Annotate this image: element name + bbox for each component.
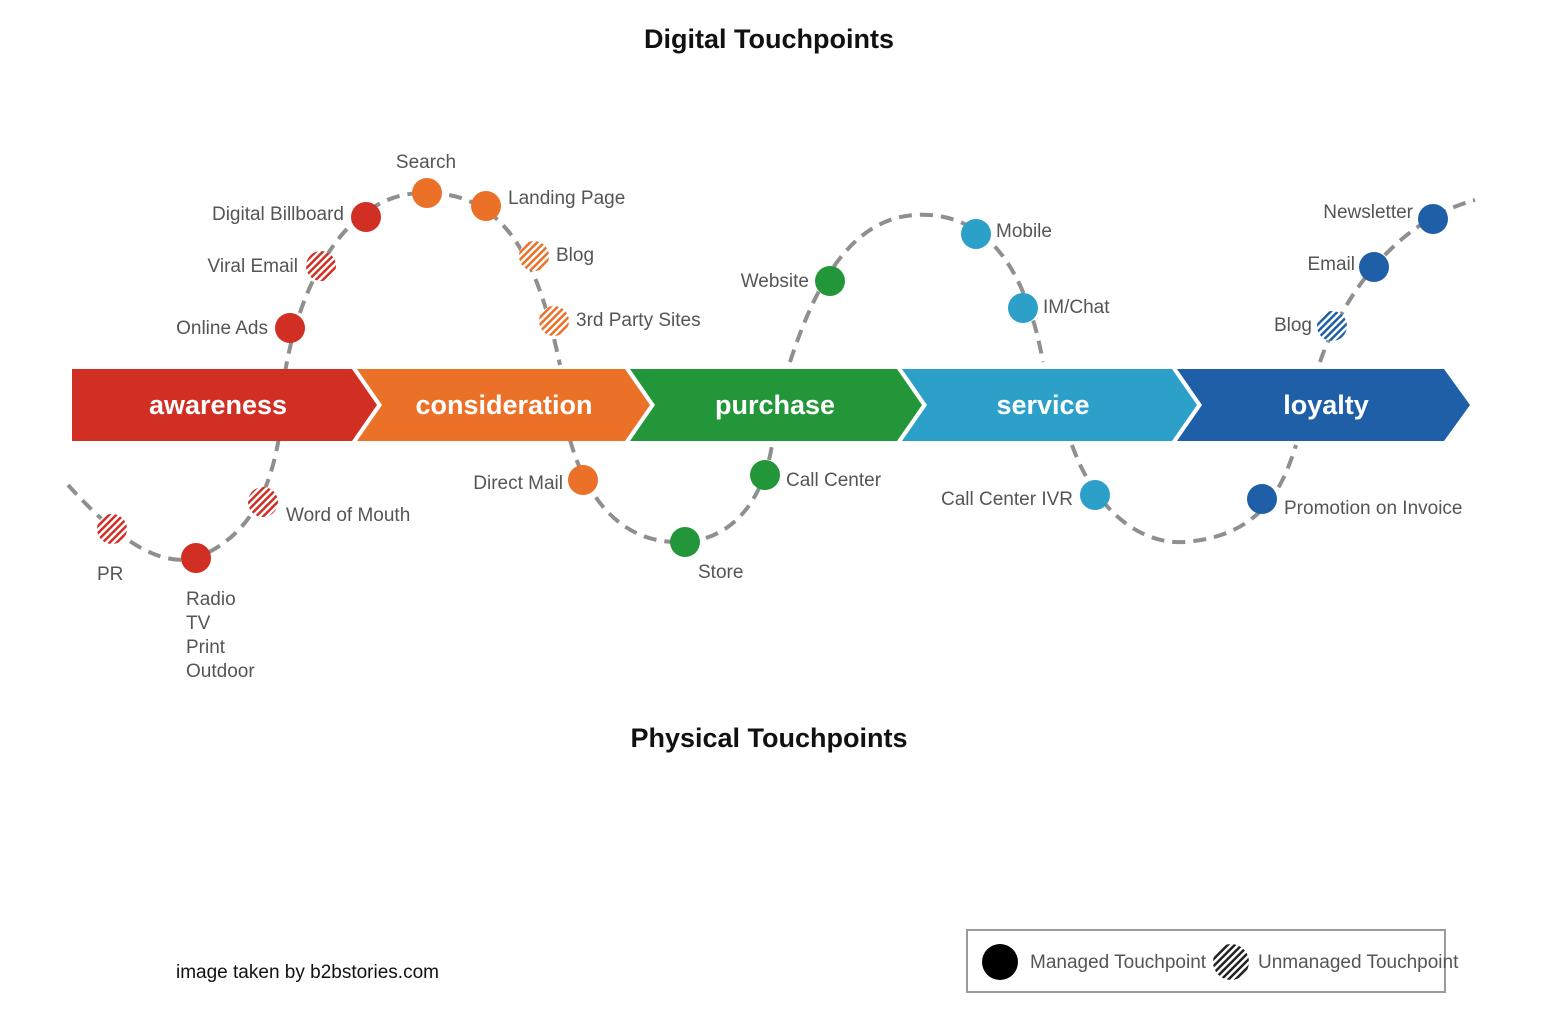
touchpoint-label-newsletter: Newsletter	[1323, 202, 1413, 223]
stage-arrow-service	[902, 369, 1197, 441]
stage-arrow-purchase	[630, 369, 922, 441]
touchpoint-dot-3rd-party-sites	[539, 306, 569, 336]
stage-arrow-awareness	[72, 369, 377, 441]
touchpoint-label-online-ads: Online Ads	[176, 318, 268, 339]
touchpoint-label-mobile: Mobile	[996, 221, 1052, 242]
touchpoint-label-landing-page: Landing Page	[508, 188, 625, 209]
touchpoint-label-email: Email	[1307, 254, 1355, 275]
managed-touchpoint-icon	[982, 944, 1018, 980]
touchpoint-label-website: Website	[741, 271, 809, 292]
touchpoint-dot-blog-consideration	[519, 241, 549, 271]
touchpoint-label-digital-billboard: Digital Billboard	[212, 204, 344, 225]
image-credit: image taken by b2bstories.com	[176, 962, 439, 983]
touchpoint-label-pr: PR	[97, 564, 123, 585]
touchpoint-dot-radio-tv-print-outdoor	[181, 543, 211, 573]
touchpoint-dot-direct-mail	[568, 465, 598, 495]
touchpoint-label-3rd-party-sites: 3rd Party Sites	[576, 310, 701, 331]
touchpoint-dot-promotion-on-invoice	[1247, 484, 1277, 514]
physical-touchpoints-title: Physical Touchpoints	[630, 723, 907, 753]
touchpoint-dot-mobile	[961, 219, 991, 249]
touchpoint-markers	[97, 178, 1448, 573]
unmanaged-touchpoint-icon	[1213, 944, 1249, 980]
touchpoint-dot-word-of-mouth	[248, 487, 278, 517]
touchpoint-dot-newsletter	[1418, 204, 1448, 234]
touchpoint-dot-landing-page	[471, 191, 501, 221]
touchpoint-dot-email	[1359, 252, 1389, 282]
touchpoint-dot-call-center	[750, 460, 780, 490]
touchpoint-dot-pr	[97, 514, 127, 544]
stage-arrow-loyalty	[1177, 369, 1470, 441]
touchpoint-dot-store	[670, 527, 700, 557]
legend-managed-label: Managed Touchpoint	[1030, 952, 1207, 973]
legend: Managed Touchpoint Unmanaged Touchpoint	[966, 929, 1459, 993]
touchpoint-label-promotion-on-invoice: Promotion on Invoice	[1284, 498, 1463, 519]
touchpoint-label-im-chat: IM/Chat	[1043, 297, 1110, 318]
touchpoint-label-word-of-mouth: Word of Mouth	[286, 505, 410, 526]
touchpoint-dot-im-chat	[1008, 293, 1038, 323]
touchpoint-dot-search	[412, 178, 442, 208]
touchpoint-label-blog-consideration: Blog	[556, 245, 594, 266]
stage-label-purchase: purchase	[715, 390, 835, 420]
touchpoint-label-search: Search	[396, 152, 456, 173]
touchpoint-label-direct-mail: Direct Mail	[473, 473, 563, 494]
legend-unmanaged-label: Unmanaged Touchpoint	[1258, 952, 1459, 973]
touchpoint-dot-online-ads	[275, 313, 305, 343]
stage-arrow-consideration	[357, 369, 650, 441]
stage-arrows: awareness consideration purchase service…	[72, 369, 1470, 441]
touchpoint-dot-blog-loyalty	[1317, 311, 1347, 341]
stage-label-consideration: consideration	[415, 390, 592, 420]
touchpoint-label-store: Store	[698, 562, 743, 583]
touchpoint-dot-call-center-ivr	[1080, 480, 1110, 510]
touchpoint-dot-digital-billboard	[351, 202, 381, 232]
stage-label-service: service	[996, 390, 1089, 420]
stage-label-loyalty: loyalty	[1283, 390, 1369, 420]
touchpoint-dot-viral-email	[306, 251, 336, 281]
touchpoint-label-blog-loyalty: Blog	[1274, 315, 1312, 336]
stage-label-awareness: awareness	[149, 390, 287, 420]
touchpoint-label-call-center-ivr: Call Center IVR	[941, 489, 1073, 510]
touchpoint-label-call-center: Call Center	[786, 470, 882, 491]
touchpoint-dot-website	[815, 266, 845, 296]
touchpoint-label-viral-email: Viral Email	[208, 256, 298, 277]
digital-touchpoints-title: Digital Touchpoints	[644, 24, 894, 54]
legend-box	[966, 929, 1446, 993]
